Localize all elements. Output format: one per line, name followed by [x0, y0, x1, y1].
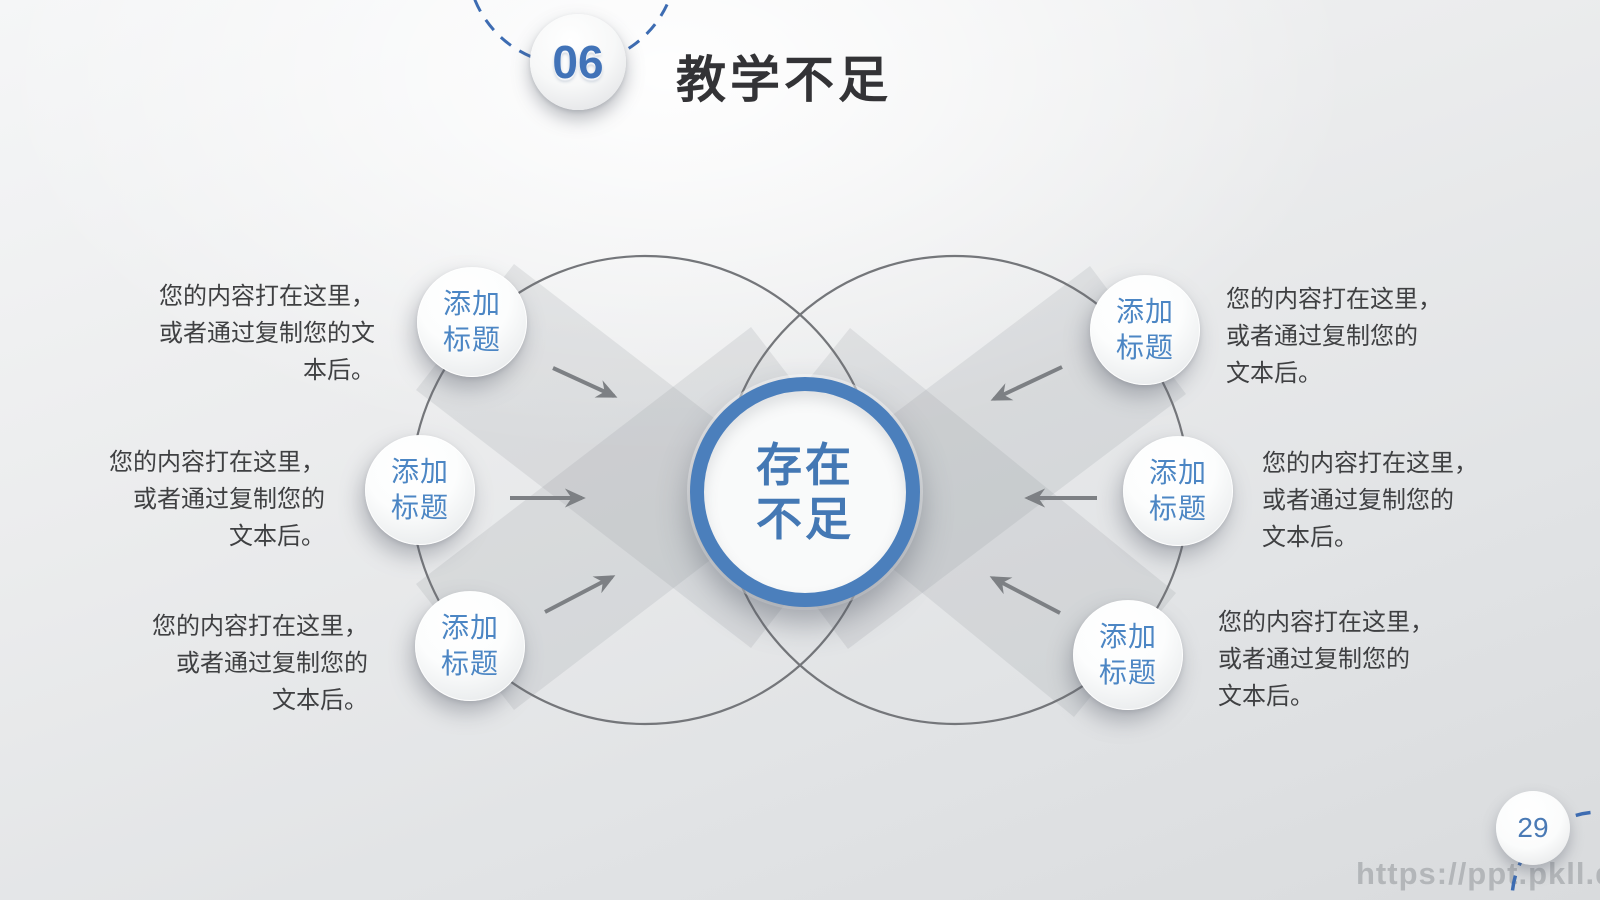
arrow-left-top: [552, 366, 618, 398]
desc-line: 或者通过复制您的: [133, 486, 325, 513]
desc-right-middle: 您的内容打在这里， 或者通过复制您的 文本后。: [1262, 445, 1542, 556]
node-label-line: 添加: [1115, 296, 1174, 327]
desc-line: 本后。: [303, 357, 375, 384]
watermark-url: https://ppt.pkll.de: [1356, 856, 1600, 891]
node-label-line: 添加: [442, 288, 501, 319]
page-title: 教学不足: [676, 52, 892, 108]
desc-line: 文本后。: [1226, 360, 1322, 387]
node-label-line: 标题: [440, 648, 499, 679]
desc-line: 或者通过复制您的: [1226, 323, 1418, 350]
desc-line: 或者通过复制您的: [176, 650, 368, 677]
desc-right-top: 您的内容打在这里， 或者通过复制您的 文本后。: [1226, 281, 1506, 392]
desc-right-bottom: 您的内容打在这里， 或者通过复制您的 文本后。: [1218, 604, 1498, 715]
desc-line: 文本后。: [229, 523, 325, 550]
desc-line: 或者通过复制您的: [1262, 487, 1454, 514]
node-circle-left-middle: 添加 标题: [365, 435, 475, 545]
arrow-right-top: [990, 365, 1063, 401]
page-number-badge: 29: [1496, 791, 1570, 865]
desc-line: 您的内容打在这里，: [1218, 609, 1434, 636]
center-circle: 存在 不足: [690, 377, 920, 607]
arrow-right-bottom: [989, 576, 1061, 615]
center-label-line: 不足: [756, 493, 854, 545]
node-circle-right-middle: 添加 标题: [1123, 436, 1233, 546]
desc-line: 您的内容打在这里，: [152, 613, 368, 640]
arrow-left-bottom: [544, 575, 616, 614]
desc-line: 您的内容打在这里，: [1262, 450, 1478, 477]
node-label-line: 添加: [1098, 621, 1157, 652]
node-circle-right-top: 添加 标题: [1090, 275, 1200, 385]
node-label-line: 标题: [1148, 493, 1207, 524]
node-circle-right-bottom: 添加 标题: [1073, 600, 1183, 710]
node-label-line: 标题: [390, 492, 449, 523]
node-label-line: 标题: [442, 324, 501, 355]
desc-left-top: 您的内容打在这里， 或者通过复制您的文 本后。: [95, 278, 375, 389]
section-number-badge: 06: [530, 14, 626, 110]
node-circle-left-bottom: 添加 标题: [415, 591, 525, 701]
page-number: 29: [1517, 812, 1549, 843]
desc-line: 或者通过复制您的: [1218, 646, 1410, 673]
desc-left-middle: 您的内容打在这里， 或者通过复制您的 文本后。: [45, 444, 325, 555]
desc-line: 您的内容打在这里，: [159, 283, 375, 310]
desc-line: 文本后。: [272, 687, 368, 714]
section-number: 06: [552, 36, 604, 88]
node-label-line: 添加: [440, 612, 499, 643]
node-label-line: 标题: [1098, 657, 1157, 688]
desc-line: 您的内容打在这里，: [1226, 286, 1442, 313]
node-label-line: 添加: [1148, 457, 1207, 488]
node-label-line: 标题: [1115, 332, 1174, 363]
node-circle-left-top: 添加 标题: [417, 267, 527, 377]
desc-line: 文本后。: [1218, 683, 1314, 710]
desc-line: 文本后。: [1262, 524, 1358, 551]
node-label-line: 添加: [390, 456, 449, 487]
desc-left-bottom: 您的内容打在这里， 或者通过复制您的 文本后。: [88, 608, 368, 719]
desc-line: 或者通过复制您的文: [159, 320, 375, 347]
center-label-line: 存在: [756, 439, 854, 491]
desc-line: 您的内容打在这里，: [109, 449, 325, 476]
